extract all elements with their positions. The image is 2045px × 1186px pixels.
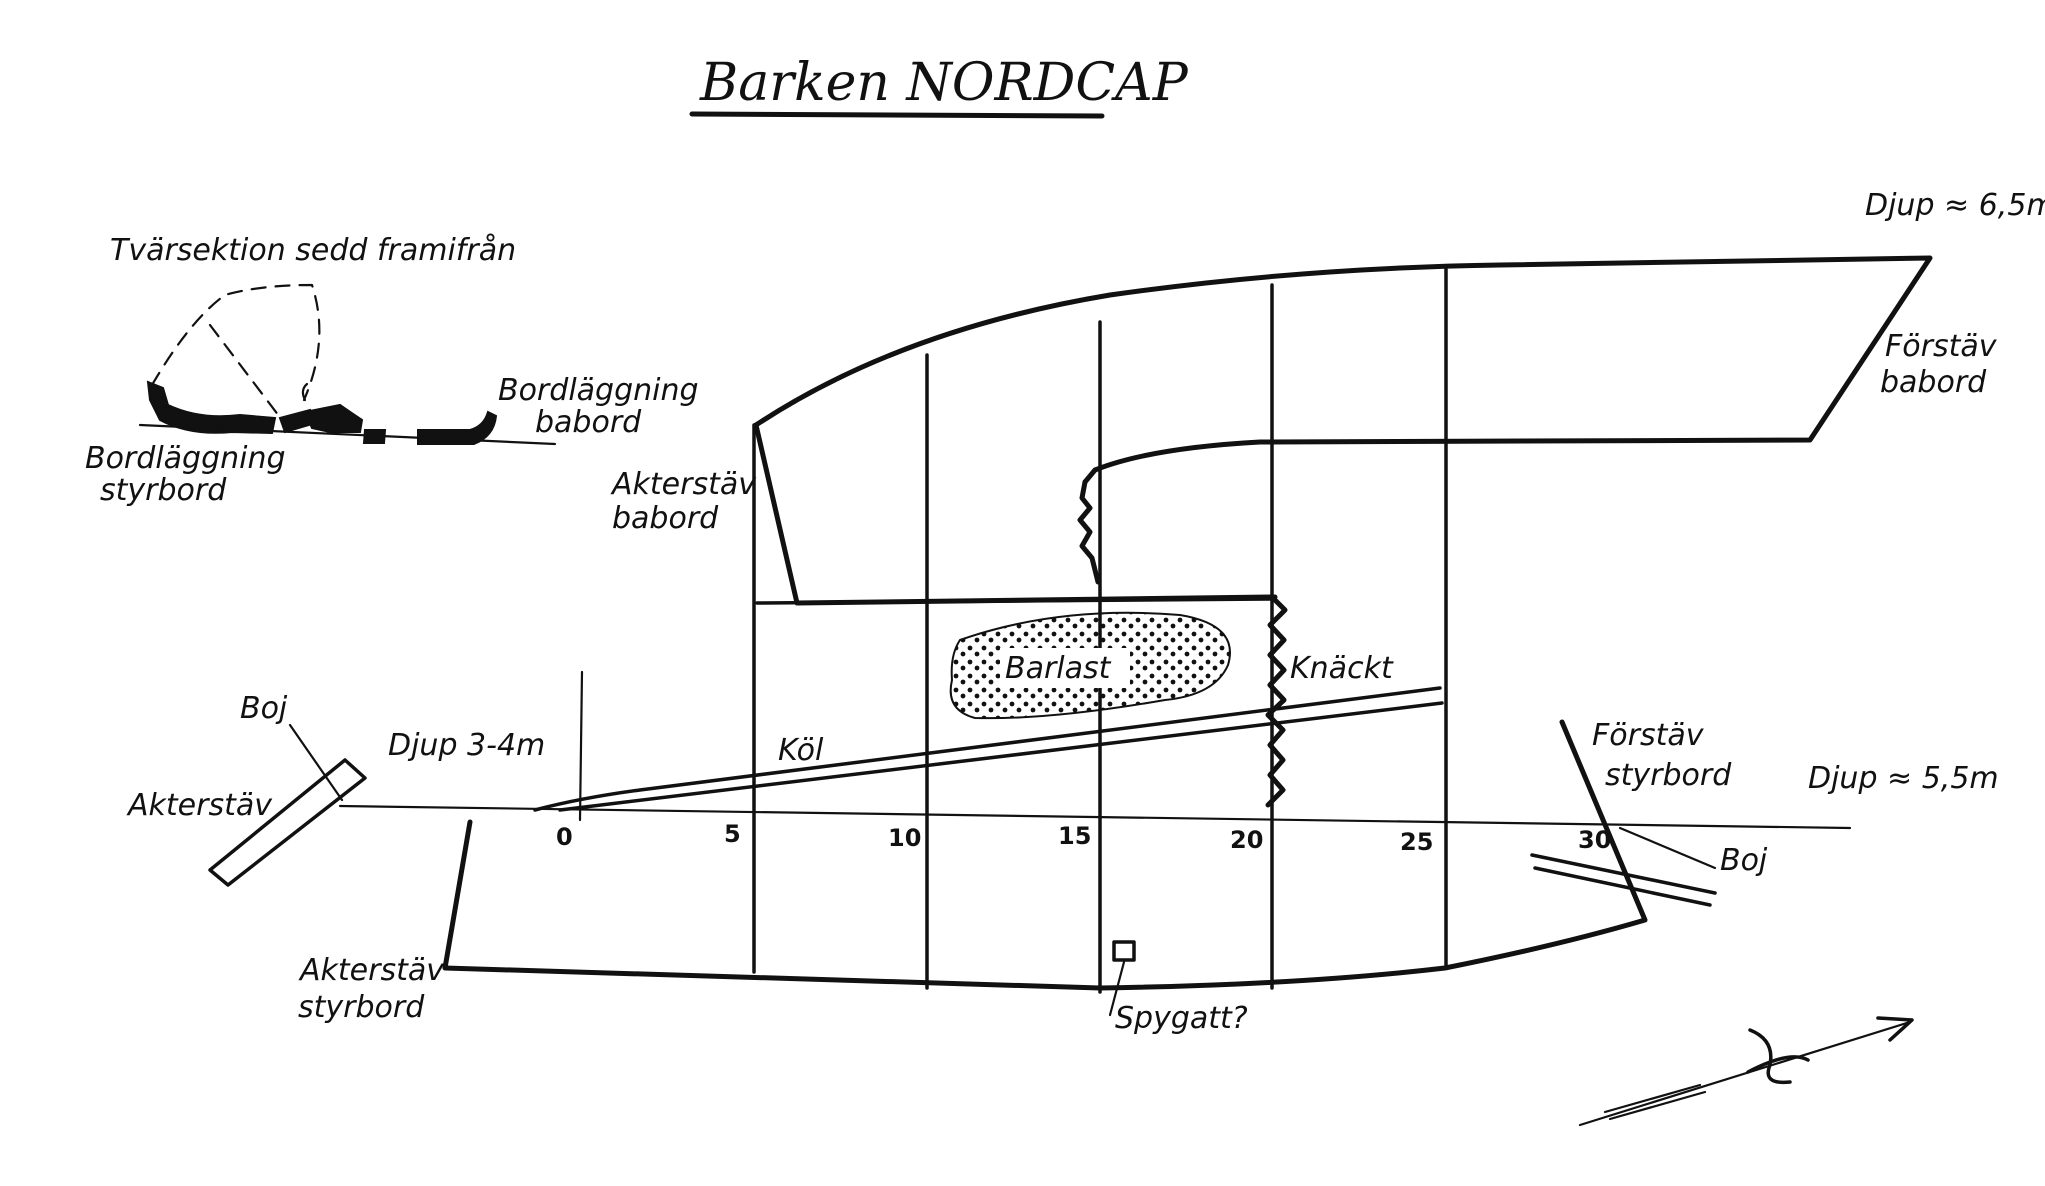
scupper-pointer	[1108, 960, 1126, 1017]
bow-port-label-1: Förstäv	[1885, 329, 1998, 364]
bow-starboard-label-2: styrbord	[1605, 758, 1732, 793]
baseline-ticks: 0 5 10 15 20 25 30	[556, 820, 1611, 856]
tick-25: 25	[1400, 828, 1433, 856]
bow-buoy-pointer	[1618, 826, 1717, 870]
broken-label: Knäckt	[1290, 651, 1394, 686]
tick-5: 5	[724, 820, 741, 848]
starboard-planking-label-1: Bordläggning	[85, 441, 286, 476]
tick-10: 10	[888, 824, 921, 852]
ballast-area	[949, 611, 1231, 720]
tick-0: 0	[556, 823, 573, 851]
datum-line	[578, 670, 584, 822]
stern-post	[208, 758, 367, 887]
bow-starboard-depth-label: Djup ≈ 5,5m	[1808, 761, 1999, 796]
tick-20: 20	[1230, 826, 1263, 854]
stern-buoy-pointer	[288, 723, 344, 802]
bow-port-label-2: babord	[1880, 365, 1987, 400]
port-side-outline	[752, 255, 1933, 994]
scupper-label: Spygatt?	[1115, 1001, 1248, 1036]
scupper-mark	[1112, 940, 1136, 962]
north-arrow-icon	[1578, 1016, 1914, 1127]
stern-starboard-label-1: Akterstäv	[298, 953, 445, 988]
baseline	[338, 804, 1852, 830]
bow-depth-label: Djup ≈ 6,5m	[1865, 188, 2045, 223]
title-underline	[689, 111, 1105, 119]
drawing-title: Barken NORDCAP	[699, 53, 1189, 113]
stern-port-label-1: Akterstäv	[610, 467, 757, 502]
ballast-label: Barlast	[1005, 651, 1112, 686]
keel	[533, 686, 1444, 812]
starboard-planking-label-2: styrbord	[100, 473, 227, 508]
stern-starboard-label-2: styrbord	[298, 990, 425, 1025]
port-planking-label-2: babord	[535, 405, 642, 440]
starboard-side-outline	[442, 719, 1648, 991]
keel-label: Köl	[778, 733, 824, 768]
tick-15: 15	[1058, 822, 1091, 850]
stern-buoy-label: Boj	[240, 691, 288, 726]
cross-section-sketch	[138, 283, 557, 446]
bow-post-line-2	[1533, 866, 1712, 907]
bow-starboard-label-1: Förstäv	[1592, 718, 1705, 753]
section-caption: Tvärsektion sedd framifrån	[110, 233, 516, 268]
break-line	[1265, 594, 1288, 808]
bow-post-line-1	[1530, 853, 1717, 895]
stern-label: Akterstäv	[126, 788, 273, 823]
stern-depth-label: Djup 3-4m	[388, 728, 545, 763]
bow-buoy-label: Boj	[1720, 843, 1768, 878]
port-planking-label-1: Bordläggning	[498, 373, 699, 408]
stern-port-label-2: babord	[612, 501, 719, 536]
